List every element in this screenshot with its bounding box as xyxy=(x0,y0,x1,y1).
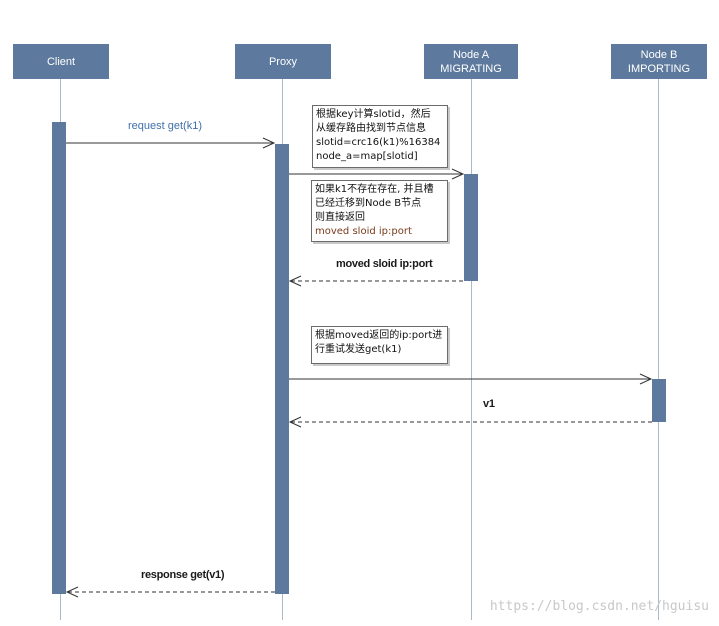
message-v1-label: v1 xyxy=(483,398,495,410)
actor-node-b-state: IMPORTING xyxy=(627,62,691,75)
actor-node-a: Node A MIGRATING xyxy=(424,44,518,79)
lifeline-node-b xyxy=(658,79,659,620)
arrowhead-request xyxy=(262,137,276,149)
actor-proxy: Proxy xyxy=(235,44,331,79)
note-slot-calc-line: slotid=crc16(k1)%16384 xyxy=(316,137,441,148)
arrowhead-proxy-to-node-b xyxy=(639,373,653,385)
actor-client: Client xyxy=(13,44,109,79)
note-moved-check-line: 则直接返回 xyxy=(315,212,365,223)
message-request-label: request get(k1) xyxy=(128,120,202,132)
arrowhead-proxy-to-node-a xyxy=(451,168,465,180)
note-retry-line: 根据moved返回的ip:port进 xyxy=(315,330,443,341)
activation-client xyxy=(52,122,66,594)
activation-node-b xyxy=(652,379,666,422)
note-slot-calc-line: 根据key计算slotid，然后 xyxy=(316,109,431,120)
actor-node-b-label: Node B xyxy=(640,48,678,61)
actor-node-b: Node B IMPORTING xyxy=(611,44,707,79)
message-response-label: response get(v1) xyxy=(141,569,225,581)
actor-client-label: Client xyxy=(46,55,76,68)
note-retry-line: 行重试发送get(k1) xyxy=(315,344,402,355)
arrowhead-response xyxy=(65,586,79,598)
lifeline-node-a xyxy=(471,79,472,620)
actor-node-a-label: Node A xyxy=(452,48,490,61)
note-retry: 根据moved返回的ip:port进 行重试发送get(k1) xyxy=(311,326,448,364)
activation-proxy xyxy=(275,144,289,594)
watermark: https://blog.csdn.net/hguisu xyxy=(489,599,709,614)
message-moved-label: moved sloid ip:port xyxy=(336,258,433,270)
note-moved-check: 如果k1不存在存在, 并且槽 已经迁移到Node B节点 则直接返回 moved… xyxy=(311,180,448,242)
actor-proxy-label: Proxy xyxy=(268,55,298,68)
note-moved-check-line: moved sloid ip:port xyxy=(315,226,412,237)
actor-node-a-state: MIGRATING xyxy=(440,62,502,75)
arrowhead-moved-reply xyxy=(288,275,302,287)
activation-node-a xyxy=(464,174,478,281)
note-slot-calc: 根据key计算slotid，然后 从缓存路由找到节点信息 slotid=crc1… xyxy=(312,105,448,168)
note-moved-check-line: 已经迁移到Node B节点 xyxy=(315,198,422,209)
note-moved-check-line: 如果k1不存在存在, 并且槽 xyxy=(315,184,434,195)
note-slot-calc-line: 从缓存路由找到节点信息 xyxy=(316,123,426,134)
note-slot-calc-line: node_a=map[slotid] xyxy=(316,151,418,162)
arrowhead-v1-reply xyxy=(288,416,302,428)
